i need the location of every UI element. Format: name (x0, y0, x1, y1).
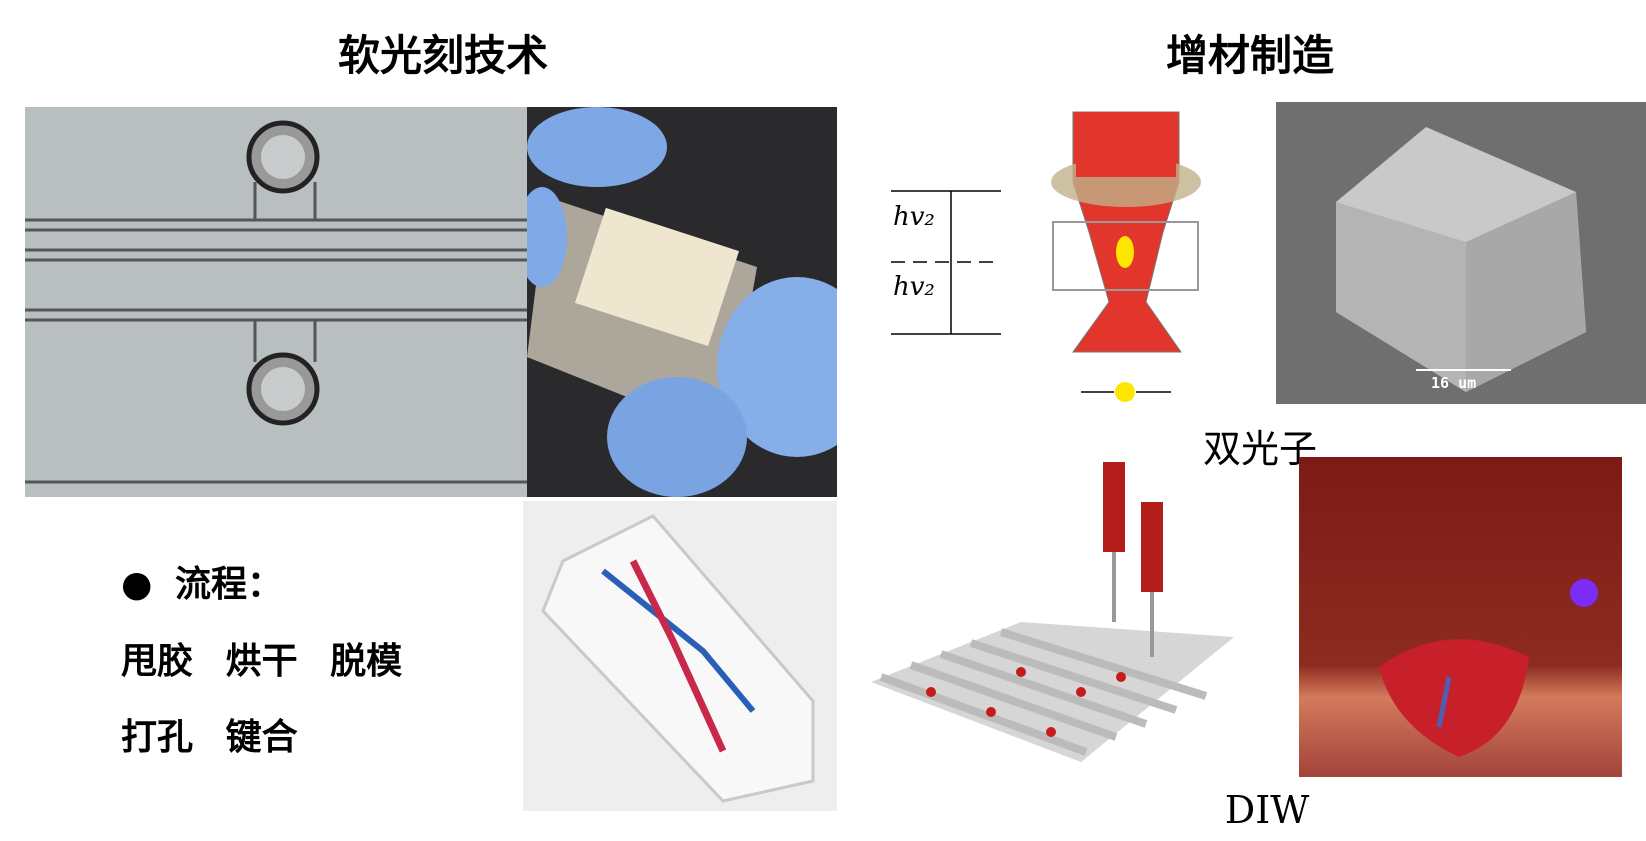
diw-printing-diagram (871, 462, 1234, 777)
right-title: 增材制造 (1165, 31, 1335, 80)
microchannel-micrograph (25, 107, 527, 497)
step-punch: 打孔 (121, 716, 194, 758)
process-label: 流程： (174, 563, 283, 605)
pdms-bonding-photo (527, 107, 837, 497)
photon-energy-label-top: hv₂ (893, 202, 935, 232)
process-steps-line2: 打孔 键合 (121, 708, 298, 760)
diw-caption: DIW (1224, 788, 1310, 832)
photon-energy-label-bottom: hv₂ (893, 272, 935, 302)
process-heading: ● 流程： (121, 555, 283, 607)
printed-heart-photo (1299, 457, 1622, 777)
step-spin-coat: 甩胶 (121, 640, 194, 682)
left-title: 软光刻技术 (337, 31, 549, 80)
microfluidic-chip-photo (523, 501, 837, 811)
step-bake: 烘干 (225, 640, 298, 682)
process-steps-line1: 甩胶 烘干 脱模 (121, 632, 402, 684)
two-photon-diagram: hv₂ hv₂ (871, 102, 1260, 420)
cursor-indicator (1570, 579, 1598, 607)
bullet-icon: ● (121, 563, 153, 605)
step-demold: 脱模 (330, 640, 403, 682)
scale-bar-label: 16 um (1431, 374, 1477, 392)
step-bond: 键合 (225, 716, 298, 758)
two-photon-caption: 双光子 (1202, 427, 1318, 471)
sem-lattice-image: 16 um (1276, 102, 1646, 404)
